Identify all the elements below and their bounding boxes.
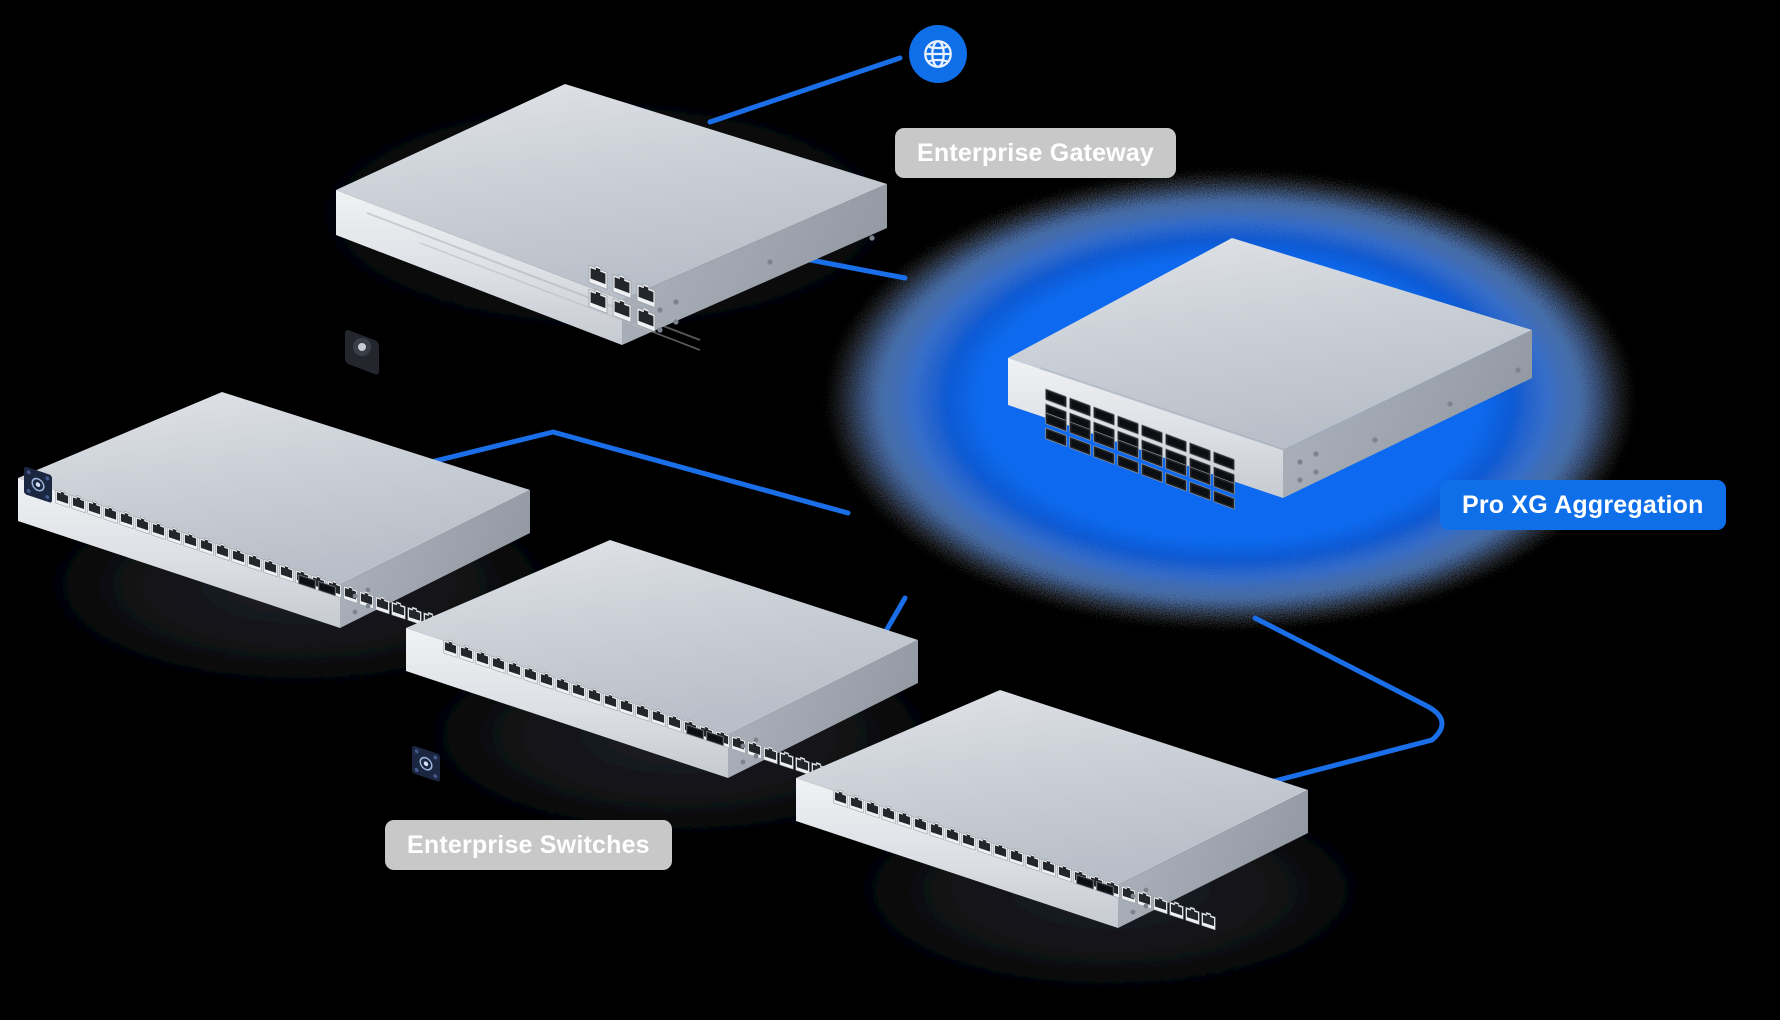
aggregation-vent [1039, 367, 1301, 456]
cable-aggregation-switch-3 [1237, 615, 1445, 793]
label-enterprise-gateway-text: Enterprise Gateway [917, 138, 1155, 167]
switch-2-top [406, 540, 918, 735]
label-pro-xg-aggregation-text: Pro XG Aggregation [1462, 490, 1704, 519]
switch-2-side [728, 640, 918, 778]
switch-1-screws [352, 587, 371, 615]
aggregation-side [1283, 330, 1532, 498]
device-switch-3[interactable] [796, 690, 1308, 1020]
switch-3-side [1118, 790, 1308, 928]
label-enterprise-switches-text: Enterprise Switches [407, 830, 650, 859]
label-enterprise-gateway[interactable]: Enterprise Gateway [895, 128, 1177, 178]
switch-3-screws [1130, 887, 1149, 915]
gateway-screws [657, 235, 875, 333]
device-switch-1[interactable] [18, 392, 530, 631]
switch-1-top [18, 392, 530, 585]
device-aggregation[interactable] [1008, 238, 1532, 751]
cable-internet-gateway [707, 55, 903, 125]
gateway-top [336, 84, 887, 300]
switch-2-screws [740, 737, 759, 765]
gateway-display[interactable] [345, 329, 379, 376]
globe-icon[interactable] [909, 25, 967, 83]
device-gateway[interactable] [336, 84, 887, 376]
aggregation-top [1008, 238, 1532, 450]
label-enterprise-switches[interactable]: Enterprise Switches [385, 820, 672, 870]
device-switch-2[interactable] [406, 540, 918, 783]
switch-3-top [796, 690, 1308, 885]
aggregation-screws [1297, 367, 1521, 483]
switch-1-side [340, 490, 530, 628]
gateway-side [622, 184, 887, 345]
switch-2-display[interactable] [412, 745, 440, 783]
cable-gateway-aggregation [797, 255, 908, 281]
label-pro-xg-aggregation[interactable]: Pro XG Aggregation [1440, 480, 1726, 530]
